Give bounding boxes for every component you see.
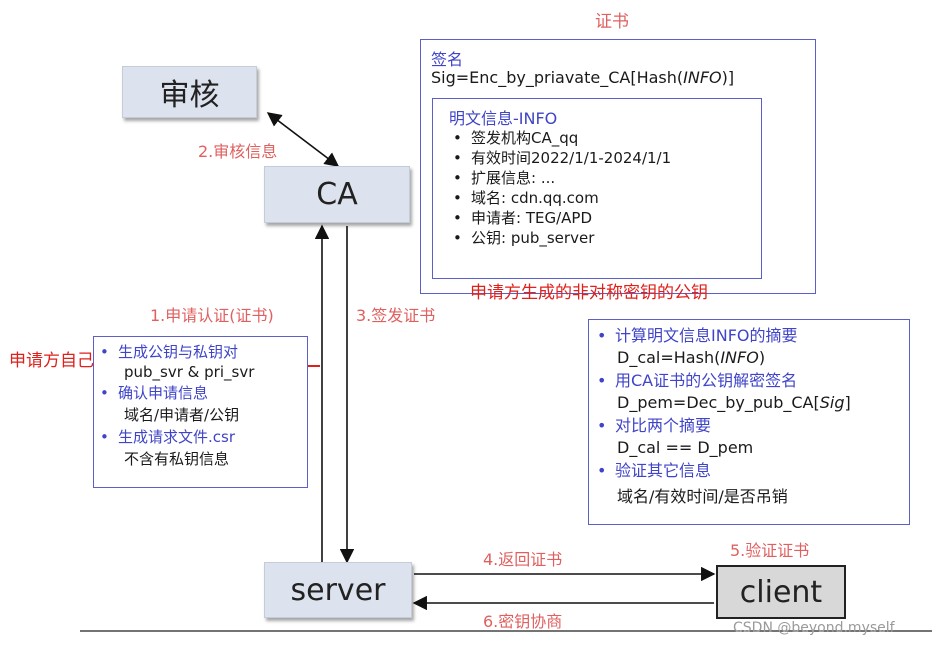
info-list: •签发机构CA_qq •有效时间2022/1/1-2024/1/1 •扩展信息:…	[453, 131, 671, 246]
certificate-panel: 签名 Sig=Enc_by_priavate_CA[Hash(INFO)] 明文…	[420, 39, 816, 294]
sign-label: 签名	[431, 50, 464, 69]
audit-label: 审核	[159, 78, 220, 113]
applicant-side-label: 申请方自己	[9, 351, 94, 371]
verify-step-compare: •对比两个摘要	[597, 416, 712, 435]
step-3-label: 3.签发证书	[356, 306, 436, 325]
verify-digest-detail: D_cal=Hash(INFO)	[617, 348, 766, 367]
verify-step-other: •验证其它信息	[597, 461, 712, 480]
applicant-step-confirm: •确认申请信息	[100, 384, 209, 402]
info-panel: 明文信息-INFO •签发机构CA_qq •有效时间2022/1/1-2024/…	[432, 98, 762, 279]
ca-label: CA	[316, 177, 358, 212]
step-5-label: 5.验证证书	[730, 541, 810, 560]
verify-other-detail: 域名/有效时间/是否吊销	[617, 487, 788, 506]
step-4-label: 4.返回证书	[483, 550, 563, 569]
info-item-applicant: •申请者: TEG/APD	[453, 209, 592, 227]
client-label: client	[739, 574, 823, 610]
info-title: 明文信息-INFO	[449, 109, 558, 128]
arrow-audit-ca	[266, 112, 340, 167]
info-item-issuer: •签发机构CA_qq	[453, 129, 579, 147]
applicant-step-csr: •生成请求文件.csr	[100, 428, 235, 446]
certificate-title: 证书	[595, 12, 629, 32]
info-item-extensions: •扩展信息: ...	[453, 169, 556, 187]
watermark: CSDN @beyond.myself	[733, 620, 895, 636]
applicant-step-keypair: •生成公钥与私钥对	[100, 343, 239, 361]
ca-node: CA	[264, 166, 410, 223]
applicant-confirm-detail: 域名/申请者/公钥	[124, 406, 240, 424]
applicant-csr-detail: 不含有私钥信息	[124, 450, 230, 468]
verify-list: •计算明文信息INFO的摘要 D_cal=Hash(INFO) •用CA证书的公…	[597, 328, 851, 507]
applicant-list: •生成公钥与私钥对 pub_svr & pri_svr •确认申请信息 域名/申…	[100, 345, 254, 469]
pubkey-note: 申请方生成的非对称密钥的公钥	[470, 283, 708, 303]
client-node: client	[716, 565, 846, 619]
step-2-label: 2.审核信息	[198, 142, 278, 161]
step-1-label: 1.申请认证(证书)	[150, 306, 274, 325]
verify-decrypt-detail: D_pem=Dec_by_pub_CA[Sig]	[617, 393, 851, 412]
verify-panel: •计算明文信息INFO的摘要 D_cal=Hash(INFO) •用CA证书的公…	[588, 319, 910, 525]
server-node: server	[264, 562, 412, 618]
info-item-validity: •有效时间2022/1/1-2024/1/1	[453, 149, 672, 167]
verify-step-digest: •计算明文信息INFO的摘要	[597, 326, 798, 345]
applicant-keypair-detail: pub_svr & pri_svr	[124, 363, 255, 381]
info-item-pubkey: •公钥: pub_server	[453, 229, 595, 247]
signature-line: Sig=Enc_by_priavate_CA[Hash(INFO)]	[431, 68, 735, 87]
audit-node: 审核	[122, 66, 257, 118]
applicant-panel: •生成公钥与私钥对 pub_svr & pri_svr •确认申请信息 域名/申…	[93, 336, 308, 488]
info-item-domain: •域名: cdn.qq.com	[453, 189, 599, 207]
verify-compare-detail: D_cal == D_pem	[617, 438, 754, 457]
verify-step-decrypt: •用CA证书的公钥解密签名	[597, 371, 798, 390]
server-label: server	[290, 572, 386, 608]
step-6-label: 6.密钥协商	[483, 612, 563, 631]
